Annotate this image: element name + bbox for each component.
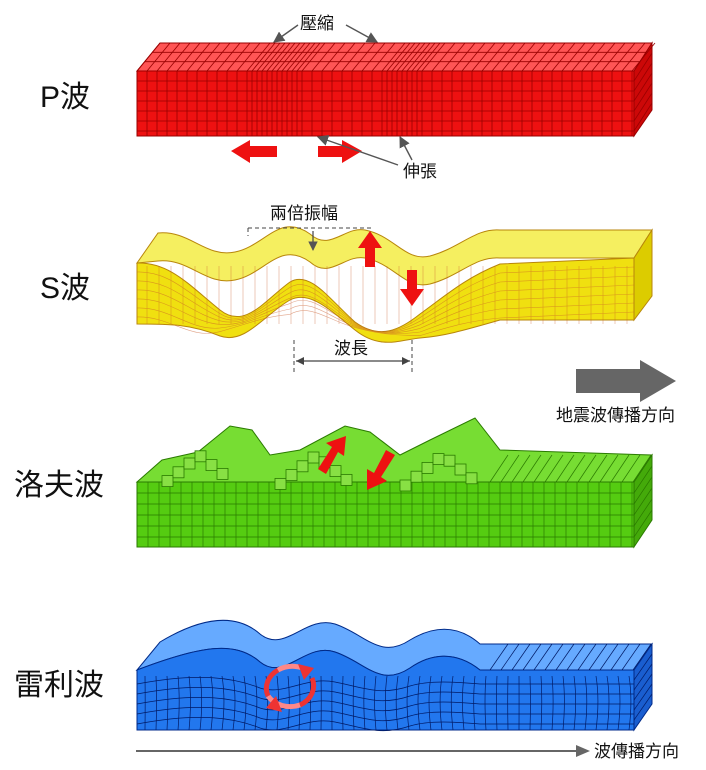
propagation-arrow-icon: [576, 360, 676, 402]
love-wave-label: 洛夫波: [14, 469, 104, 502]
expansion-arrow-left: [316, 135, 399, 166]
compression-arrow-left: [273, 24, 299, 43]
expansion-arrow-right: [399, 136, 413, 161]
red-arrow-up: [358, 231, 382, 267]
red-arrow-right: [318, 140, 362, 163]
s-wave-block: [135, 226, 653, 343]
double-amplitude-label: 兩倍振幅: [270, 204, 338, 223]
s-wave-end-face: [633, 228, 653, 322]
wavelength-label: 波長: [334, 339, 368, 358]
p-wave-top-face: [135, 42, 653, 72]
rayleigh-wave-block: [135, 619, 653, 732]
s-wave-top-face: [135, 226, 653, 286]
rayleigh-wave-label: 雷利波: [14, 669, 104, 702]
s-wave-label: S波: [40, 272, 90, 305]
compression-arrow-right: [345, 24, 378, 43]
p-wave-label: P波: [40, 81, 90, 114]
love-wave-block: [135, 417, 653, 549]
p-wave-block: [135, 41, 656, 138]
red-arrow-down-left: [367, 450, 395, 490]
red-arrow-left: [231, 140, 277, 163]
compression-label: 壓縮: [300, 14, 334, 33]
seismic-direction-label: 地震波傳播方向: [556, 406, 675, 425]
red-arrow-up-right: [318, 436, 346, 474]
love-wave-top-face: [135, 417, 653, 483]
wave-direction-label: 波傳播方向: [594, 742, 679, 761]
expansion-label: 伸張: [403, 162, 437, 181]
red-arrow-down: [400, 270, 424, 306]
elliptical-motion-arrow-icon: [263, 663, 317, 712]
